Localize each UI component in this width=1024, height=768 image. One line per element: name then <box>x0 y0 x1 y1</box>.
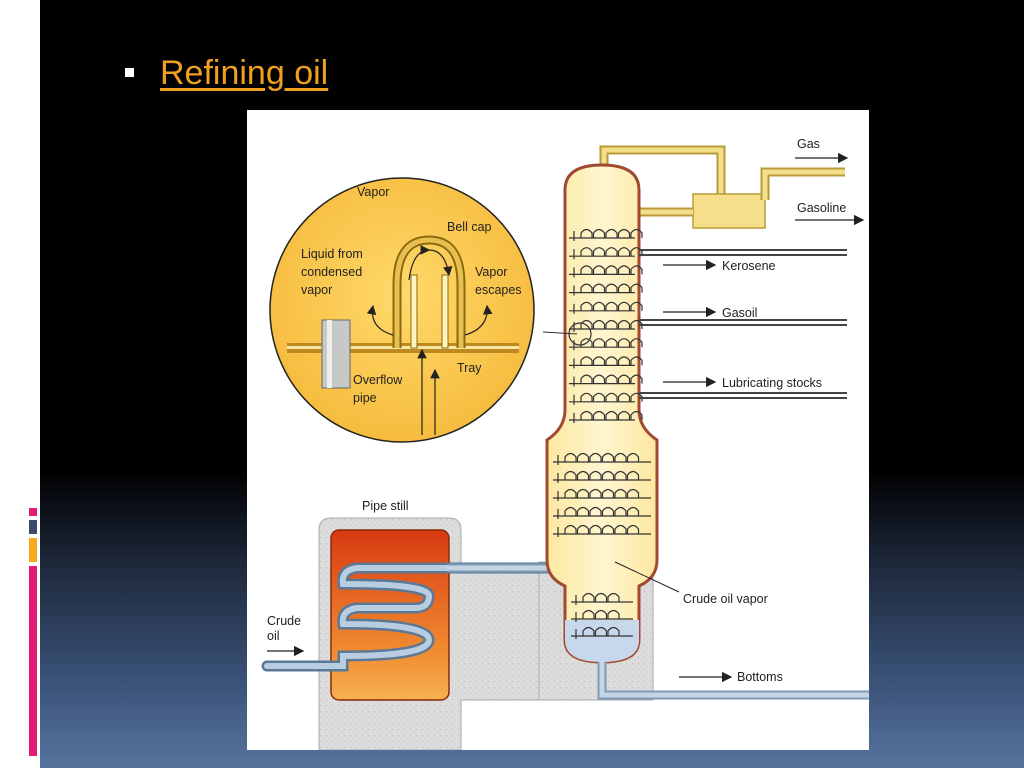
inset-detail <box>269 177 592 443</box>
bell-caps <box>580 392 643 402</box>
column-trays <box>553 228 651 639</box>
inset-tray-label: Tray <box>457 361 482 375</box>
pipe-still-furnace <box>261 529 553 701</box>
bell-caps <box>564 452 640 462</box>
bell-caps <box>582 592 620 602</box>
accent-block-pink-top <box>29 508 37 516</box>
crude-vapor-label: Crude oil vapor <box>683 592 768 606</box>
accent-block-navy <box>29 520 37 534</box>
product-arrows <box>267 152 865 683</box>
inset-liquid-line1: Liquid from <box>301 247 363 261</box>
bell-caps <box>580 247 643 257</box>
bottoms-pipe-inner <box>599 662 869 698</box>
bell-caps <box>582 626 620 636</box>
crude-vapor-leader <box>614 561 680 593</box>
bell-caps <box>564 524 640 534</box>
bell-caps <box>564 470 640 480</box>
accent-block-pink-long <box>29 566 37 756</box>
title-bullet <box>125 68 134 77</box>
inset-liquid-line3: vapor <box>301 283 332 297</box>
bell-caps <box>564 488 640 498</box>
crude-label-line2: oil <box>267 629 280 643</box>
gas-label: Gas <box>797 137 820 151</box>
slide-title-link[interactable]: Refining oil <box>160 54 329 92</box>
inset-escapes-line2: escapes <box>475 283 522 297</box>
side-product-pipes <box>639 249 847 399</box>
inset-liquid-line2: condensed <box>301 265 362 279</box>
bottoms-label: Bottoms <box>737 670 783 684</box>
inset-overflow-line1: Overflow <box>353 373 403 387</box>
inset-bellcap-label: Bell cap <box>447 220 492 234</box>
pipe-still-label: Pipe still <box>362 499 409 513</box>
bell-caps <box>564 506 640 516</box>
inset-escapes-line1: Vapor <box>475 265 507 279</box>
bell-caps <box>580 356 643 366</box>
bell-caps <box>580 283 643 293</box>
inset-overflow-line2: pipe <box>353 391 377 405</box>
bell-caps <box>580 410 643 420</box>
refinery-diagram: Pipe still Crude oil Gas Gasoline Kerose… <box>247 110 869 750</box>
bell-caps <box>580 319 643 329</box>
bell-caps <box>580 338 643 348</box>
diagram-svg: Pipe still Crude oil Gas Gasoline Kerose… <box>261 137 869 750</box>
inset-vapor-label: Vapor <box>357 185 389 199</box>
bell-caps <box>582 609 620 619</box>
gasoil-label: Gasoil <box>722 306 757 320</box>
bell-caps <box>580 374 643 384</box>
accent-block-orange <box>29 538 37 562</box>
lubricating-label: Lubricating stocks <box>722 376 822 390</box>
gasoline-label: Gasoline <box>797 201 846 215</box>
bell-caps <box>580 301 643 311</box>
kerosene-label: Kerosene <box>722 259 776 273</box>
bell-caps <box>580 228 643 238</box>
overhead-pipes <box>599 145 845 229</box>
bell-caps <box>580 265 643 275</box>
crude-label-line1: Crude <box>267 614 301 628</box>
